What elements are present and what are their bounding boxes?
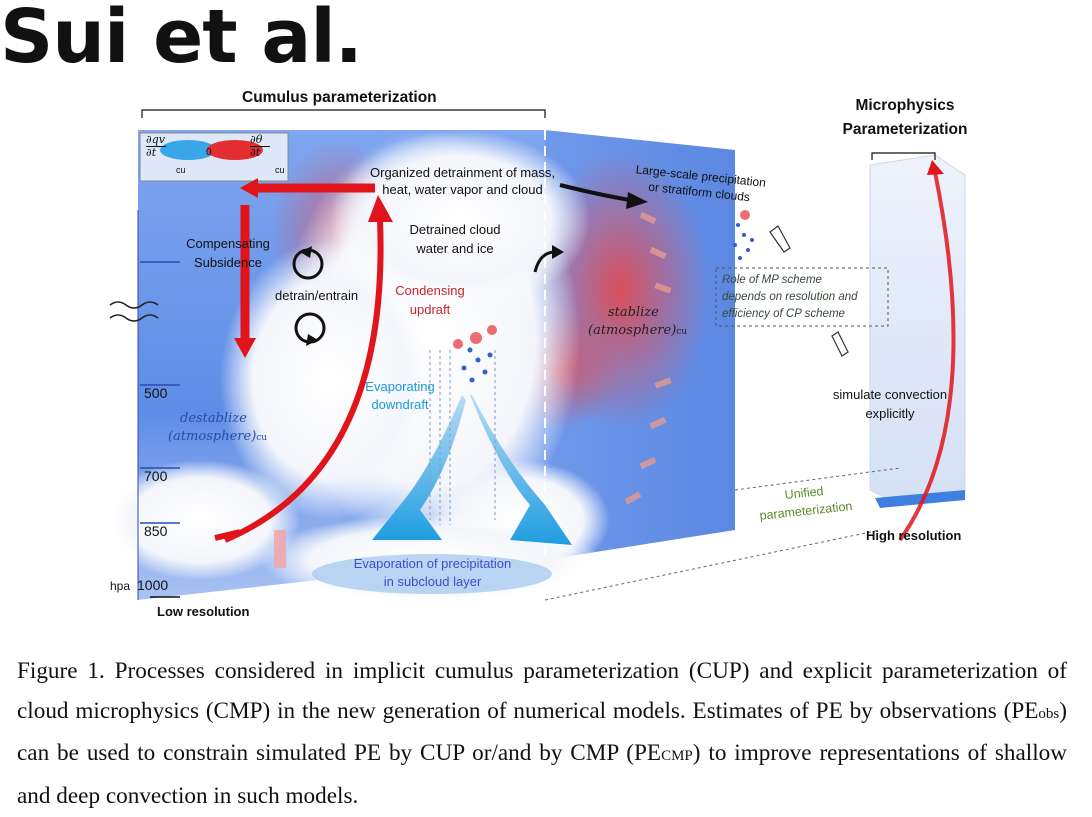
stablize-line2: (atmosphere)cu [588, 323, 688, 338]
organized-detrainment-line2: heat, water vapor and cloud [382, 182, 543, 197]
compensating-line2: Subsidence [194, 255, 262, 270]
organized-detrainment-line1: Organized detrainment of mass, [370, 165, 555, 180]
pressure-unit: hpa [110, 579, 131, 593]
compensating-line1: Compensating [186, 236, 270, 251]
pressure-850: 850 [144, 523, 168, 539]
microphysics-column [869, 154, 966, 506]
stablize-atmosphere: atmosphere [593, 323, 672, 338]
caption-part3: ) to improve representations of shallow … [17, 740, 1067, 809]
caption-part2: ) can be used to constrain simulated PE … [17, 697, 1067, 767]
condensing-line2: updraft [409, 302, 451, 317]
pressure-500: 500 [144, 385, 168, 401]
destablize-sub: cu [256, 433, 268, 443]
figure-caption: Figure 1. Processes considered in implic… [17, 652, 1067, 816]
organized-detrainment-label: Organized detrainment of mass, heat, wat… [350, 164, 575, 198]
detrained-cloud-line1: Detrained cloud [409, 222, 501, 237]
role-mp-box [715, 267, 889, 327]
convection-diagram [100, 109, 966, 605]
destablize-line2: (atmosphere)cu [168, 429, 268, 444]
detrain-entrain-label: detrain/entrain [275, 288, 359, 303]
detrained-cloud-label: Detrained cloud water and ice [395, 220, 515, 258]
formula-qv-num: ∂qv [146, 133, 165, 146]
formula-qv-sub: cu [176, 165, 186, 175]
formula-qv-den: ∂t [146, 146, 166, 159]
role-mp-line3: efficiency of CP scheme [722, 308, 845, 320]
evaporation-line1: Evaporation of precipitation [353, 556, 512, 571]
formula-qv: ∂qv ∂t [146, 134, 166, 159]
destablize-atmosphere: atmosphere [173, 429, 252, 444]
formula-zero: 0 [206, 147, 212, 158]
stablize-line1: stablize [608, 305, 659, 320]
microphysics-header: Microphysics Parameterization [820, 94, 990, 142]
evaporation-subcloud-label: Evaporation of precipitation in subcloud… [330, 555, 535, 591]
microphysics-header-line1: Microphysics [855, 97, 955, 114]
formula-theta-den: ∂t [250, 146, 270, 159]
simulate-convection-label: simulate convection explicitly [815, 385, 965, 423]
low-resolution-label: Low resolution [157, 604, 250, 619]
caption-part1: Figure 1. Processes considered in implic… [17, 658, 1067, 724]
tendency-formula-box [139, 132, 289, 182]
caption-sub-cmp: CMP [661, 748, 693, 764]
destablize-line1: destablize [180, 411, 247, 426]
condensing-line1: Condensing [395, 283, 465, 298]
stablize-sub: cu [676, 327, 688, 337]
formula-theta: ∂θ ∂t [250, 134, 270, 159]
detrained-cloud-line2: water and ice [416, 241, 494, 256]
role-mp-label: Role of MP scheme depends on resolution … [722, 272, 858, 323]
evaporating-line2: downdraft [371, 397, 429, 412]
evaporating-line1: Evaporating [365, 379, 435, 394]
role-mp-line2: depends on resolution and [722, 291, 858, 303]
evaporation-line2: in subcloud layer [383, 574, 482, 589]
formula-theta-sub: cu [275, 165, 285, 175]
pressure-1000: 1000 [137, 577, 169, 593]
simulate-line2: explicitly [865, 406, 915, 421]
compensating-subsidence-label: Compensating Subsidence [168, 234, 288, 272]
cumulus-header: Cumulus parameterization [242, 89, 437, 106]
formula-theta-num: ∂θ [250, 133, 263, 146]
caption-sub-obs: obs [1038, 705, 1060, 722]
simulate-line1: simulate convection [832, 387, 948, 402]
evaporating-downdraft-label: Evaporating downdraft [350, 378, 450, 414]
page-title: Sui et al. [0, 0, 363, 80]
high-resolution-label: High resolution [866, 528, 962, 543]
condensing-updraft-label: Condensing updraft [380, 281, 480, 319]
pressure-700: 700 [144, 468, 168, 484]
role-mp-line1: Role of MP scheme [722, 274, 822, 286]
microphysics-header-line2: Parameterization [842, 121, 968, 138]
